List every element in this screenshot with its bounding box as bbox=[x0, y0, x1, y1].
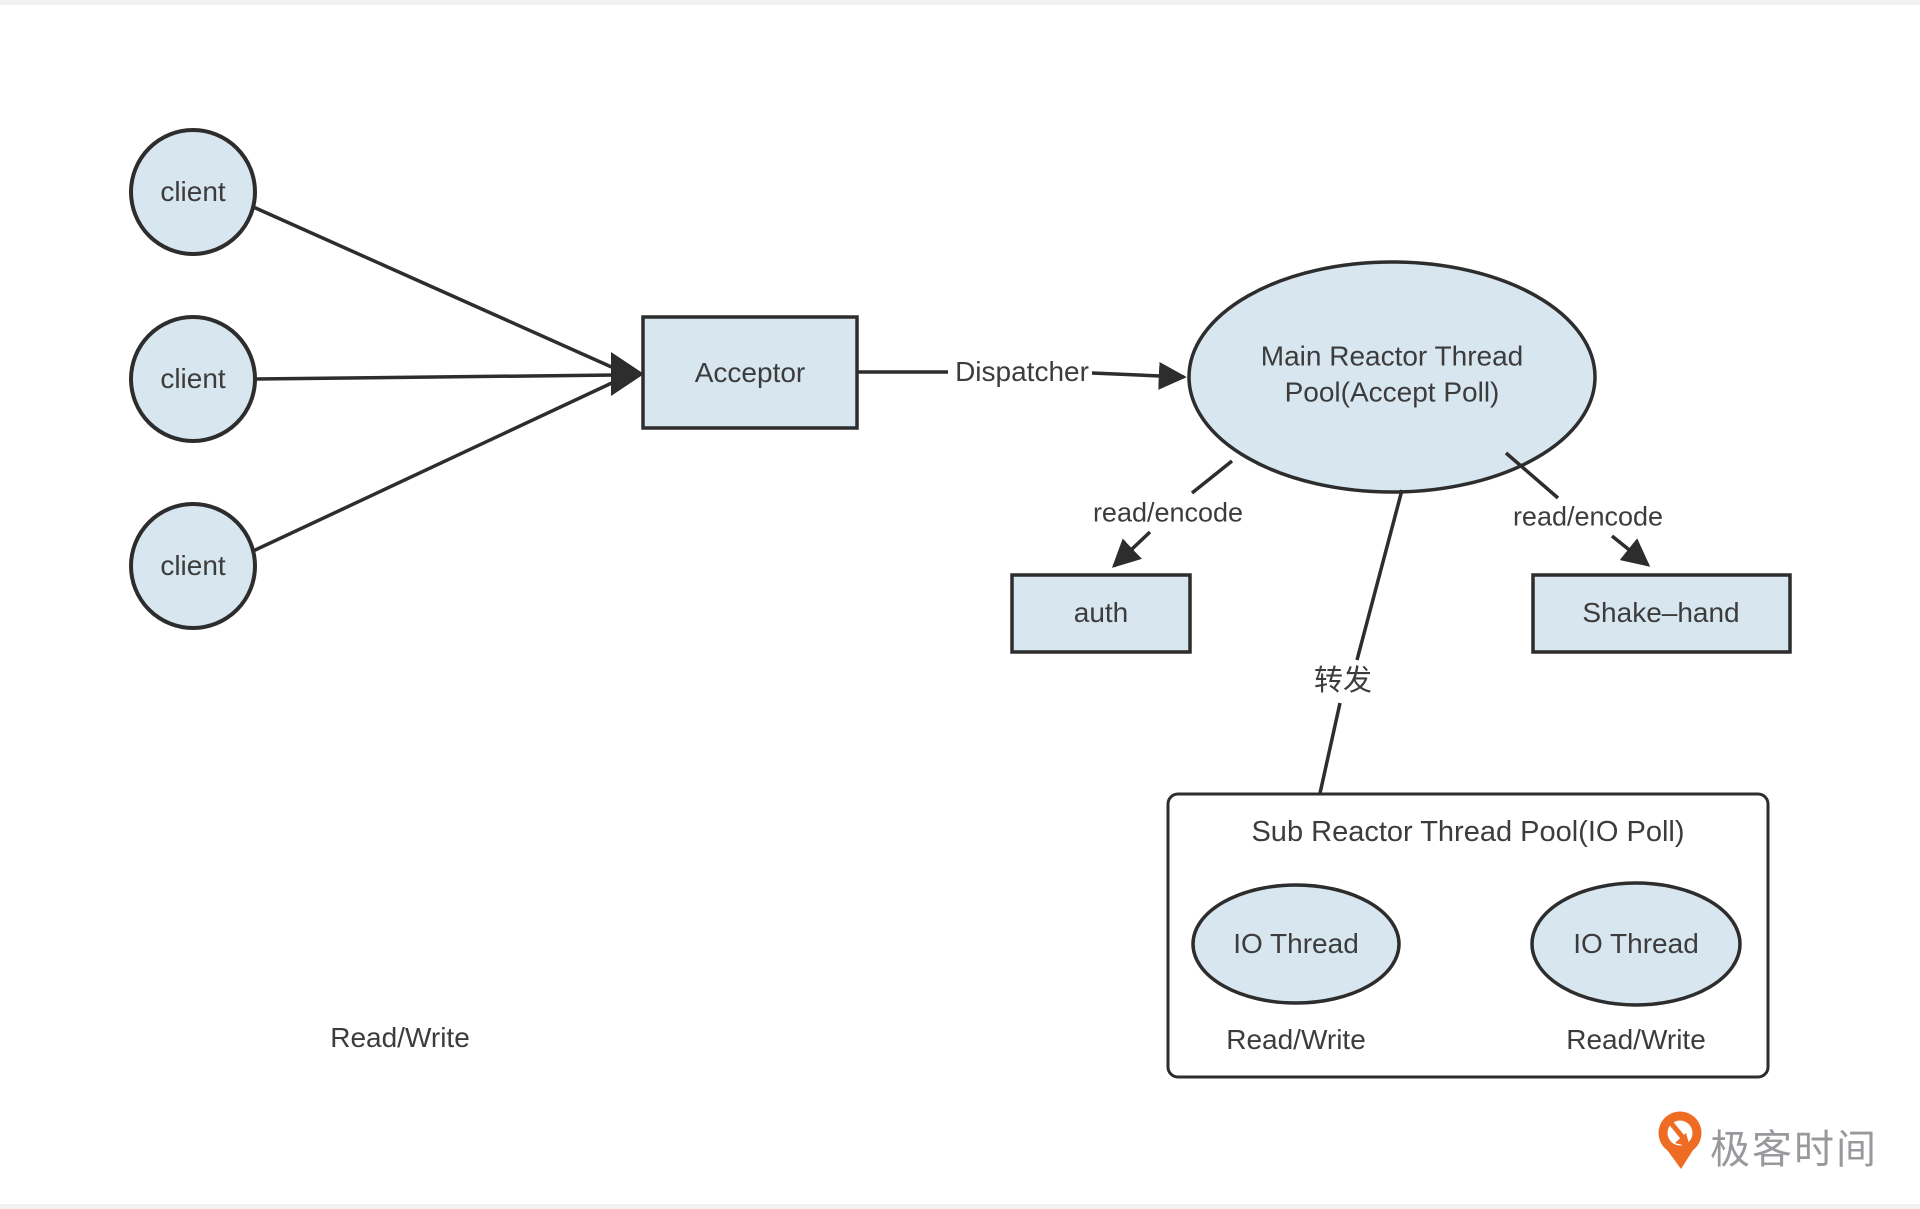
acceptor-label: Acceptor bbox=[694, 356, 806, 388]
top-edge-band bbox=[0, 0, 1920, 5]
io-thread-label-2: IO Thread bbox=[1573, 927, 1699, 959]
forward-line-upper bbox=[1355, 489, 1404, 661]
client-node-2 bbox=[129, 315, 257, 443]
shake-hand-label: Shake–hand bbox=[1582, 596, 1740, 628]
client1-acceptor-line bbox=[250, 204, 617, 371]
client3-acceptor-line bbox=[250, 379, 617, 554]
read-encode-label-left: read/encode bbox=[1092, 497, 1244, 528]
read-encode-label-right: read/encode bbox=[1512, 501, 1664, 532]
acceptor-box bbox=[641, 315, 859, 430]
client2-acceptor-line bbox=[254, 373, 617, 381]
client-node-1 bbox=[129, 128, 257, 256]
read-write-caption-2: Read/Write bbox=[1566, 1023, 1706, 1055]
sub-reactor-box bbox=[1166, 792, 1770, 1079]
main-to-readencode-left-line bbox=[1190, 459, 1234, 495]
dispatcher-label: Dispatcher bbox=[955, 355, 1089, 387]
bottom-edge-band bbox=[0, 1204, 1920, 1209]
geektime-logo-icon bbox=[1658, 1111, 1702, 1169]
client-label-1: client bbox=[160, 175, 226, 207]
io-thread-ellipse-2 bbox=[1530, 881, 1742, 1007]
main-reactor-ellipse bbox=[1187, 260, 1597, 494]
acceptor-arrowhead bbox=[611, 352, 644, 396]
readencode-to-auth-arrow bbox=[1111, 530, 1152, 568]
client-label-3: client bbox=[160, 549, 226, 581]
client-label-2: client bbox=[160, 362, 226, 394]
geektime-logo-text: 极客时间 bbox=[1710, 1128, 1878, 1172]
read-write-standalone-label: Read/Write bbox=[330, 1021, 470, 1053]
shake-hand-box bbox=[1531, 573, 1792, 654]
auth-label: auth bbox=[1073, 596, 1129, 628]
client-node-3 bbox=[129, 502, 257, 630]
main-reactor-label: Main Reactor Thread Pool(Accept Poll) bbox=[1260, 340, 1524, 408]
main-to-readencode-right-line bbox=[1504, 451, 1560, 500]
readencode-to-shakehand-arrow bbox=[1610, 534, 1651, 567]
dispatcher-line-right bbox=[1091, 361, 1187, 390]
forward-label: 转发 bbox=[1313, 665, 1373, 698]
read-write-caption-1: Read/Write bbox=[1226, 1023, 1366, 1055]
auth-box bbox=[1010, 573, 1192, 654]
sub-reactor-title: Sub Reactor Thread Pool(IO Poll) bbox=[1251, 816, 1685, 848]
io-thread-ellipse-1 bbox=[1191, 883, 1401, 1005]
io-thread-label-1: IO Thread bbox=[1233, 927, 1359, 959]
